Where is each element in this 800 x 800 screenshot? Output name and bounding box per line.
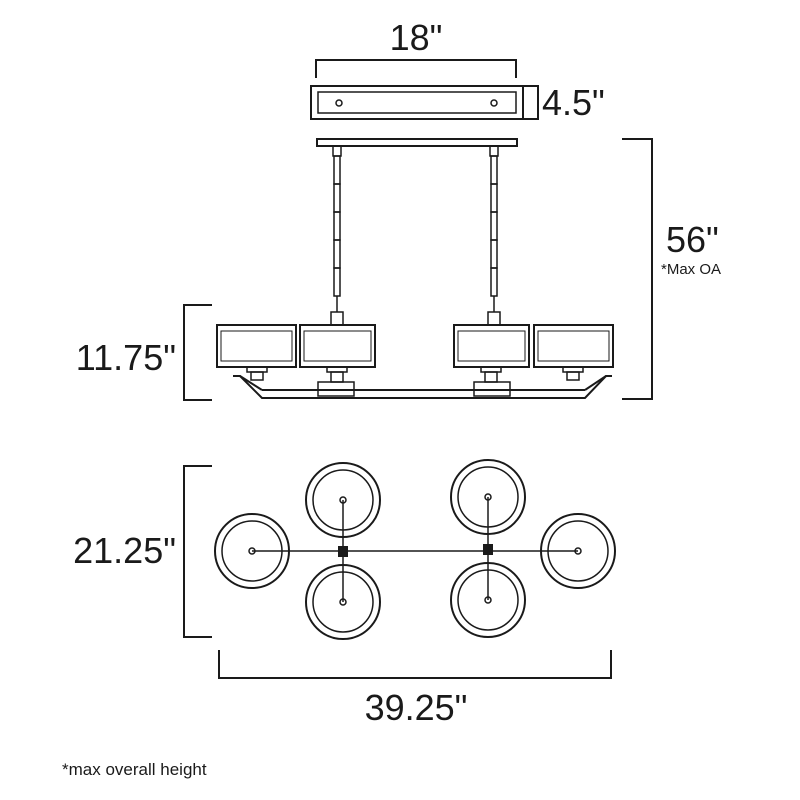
plan-hub-right (483, 544, 493, 555)
shade-plan-left (214, 513, 290, 589)
frame-arm (233, 375, 612, 399)
overall-height-note: *Max OA (661, 261, 721, 278)
shade-plan-top-right (450, 459, 526, 535)
width-label: 39.25" (365, 687, 468, 728)
width-bracket (218, 650, 612, 679)
shade-side-4 (533, 324, 614, 368)
socket-cups (246, 365, 584, 383)
shade-plan-top-left (305, 462, 381, 538)
depth-bracket (183, 465, 212, 638)
canopy-width-label: 18" (390, 17, 443, 58)
body-height-bracket (183, 304, 212, 401)
canopy-depth-bracket (524, 85, 539, 120)
canopy-width-bracket (315, 59, 517, 78)
shade-side-2 (299, 324, 376, 368)
footnote: *max overall height (62, 760, 207, 779)
shade-plan-bottom-right (450, 562, 526, 638)
overall-height-bracket (622, 138, 653, 400)
right-chain (487, 145, 501, 329)
left-chain (330, 145, 344, 329)
canopy-depth-label: 4.5" (542, 82, 605, 123)
canopy-side-view (316, 138, 518, 147)
overall-height-label: 56" (666, 219, 719, 260)
shade-side-3 (453, 324, 530, 368)
plan-frame (252, 497, 578, 602)
body-height-label: 11.75" (76, 337, 176, 378)
shade-plan-right (540, 513, 616, 589)
shade-plan-bottom-left (305, 564, 381, 640)
shade-side-1 (216, 324, 297, 368)
depth-label: 21.25" (73, 530, 176, 571)
canopy-top-view (310, 85, 524, 120)
plan-hub-left (338, 546, 348, 557)
